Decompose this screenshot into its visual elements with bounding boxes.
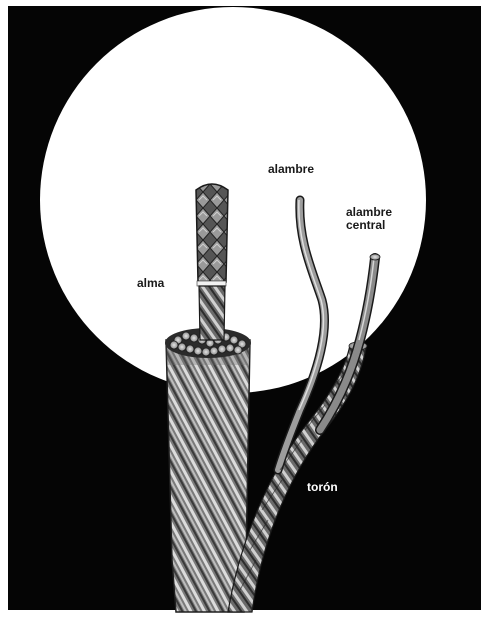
rope-core-alma xyxy=(196,184,228,340)
label-alambre: alambre xyxy=(268,163,314,176)
label-toron: torón xyxy=(307,481,338,494)
label-alambre-central: alambre central xyxy=(346,206,392,232)
label-alma: alma xyxy=(137,277,164,290)
